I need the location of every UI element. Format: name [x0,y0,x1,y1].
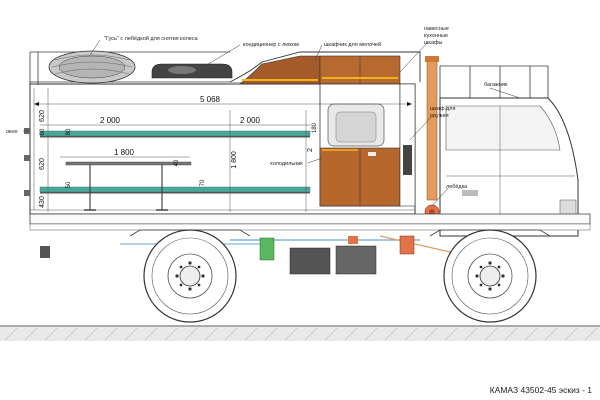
dim-small-60: 60 [40,128,46,135]
callout-refrigerator: холодильник [270,161,303,167]
dim-interior-height: 1 800 [231,151,238,169]
snorkel-pipe [425,56,439,201]
dim-small-40: 40 [174,159,180,166]
chassis [29,213,591,275]
spare-wheel [48,50,136,84]
callout-air-conditioner: кондиционер с люком [243,42,299,48]
dim-bunk-left: 2 000 [100,116,121,125]
svg-text:шкаф для: шкаф для [430,106,455,112]
dim-upper-620: 620 [39,110,46,122]
rear-wheel [143,229,237,323]
dimension-lines [34,88,412,212]
wheel-arches [129,229,551,237]
callout-leaders [23,39,521,207]
callout-spare-wheel-hoist: "Гусь" с лебёдкой для снятия колеса [104,35,199,42]
dim-low-430: 430 [39,196,46,208]
dim-small-70: 70 [200,179,206,186]
air-conditioner-unit [151,63,233,79]
dim-table-length: 1 800 [114,148,135,157]
dim-overall-length: 5 068 [200,95,221,104]
dim-small-80: 80 [66,128,72,135]
table-set [65,161,192,211]
dim-small-50: 50 [66,181,72,188]
callout-window: окно [6,129,18,135]
dim-mid-620: 620 [39,158,46,170]
callout-cabinet: шкафчик для мелочей [324,41,381,48]
dim-door-height: 2 [307,148,314,152]
kitchen-block [319,83,416,207]
callout-wardrobe: шкаф для оружия [430,106,455,119]
callout-winch: лебёдка [446,184,468,190]
drawing-caption: КАМАЗ 43502-45 эскиз - 1 [490,385,593,395]
upper-bunks [39,130,311,194]
truck-cab [439,97,579,237]
dim-small-180: 180 [312,122,318,133]
dim-bunk-right: 2 000 [240,116,261,125]
callout-hinged-cabinets: навесные кухонные шкафы [424,26,449,46]
svg-text:кухонные: кухонные [424,33,448,39]
callout-roof-rack: багажник [484,82,508,88]
svg-text:навесные: навесные [424,26,449,32]
front-wheel [443,229,537,323]
svg-text:шкафы: шкафы [424,40,443,46]
raised-roof [229,51,421,85]
svg-text:оружия: оружия [430,113,449,119]
ground [0,325,600,341]
